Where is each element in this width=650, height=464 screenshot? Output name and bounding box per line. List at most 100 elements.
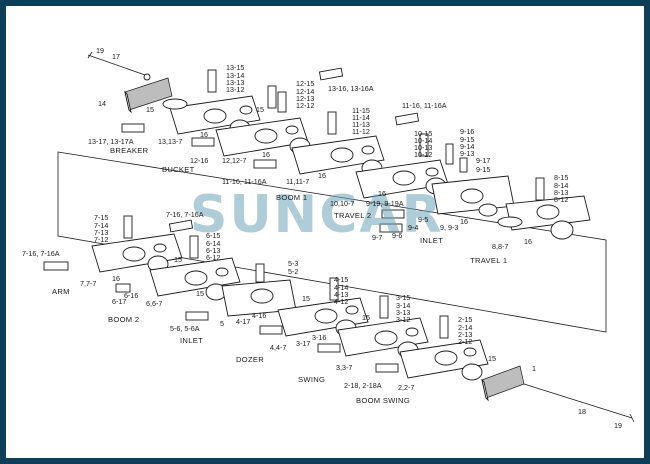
part-label: 8-12 xyxy=(554,195,568,204)
part-label: 16 xyxy=(524,237,532,246)
caption-dozer: DOZER xyxy=(236,355,264,364)
part-label: 8-15 xyxy=(554,173,568,182)
part-label: 12-13 xyxy=(296,94,314,103)
part-label: 12-16 xyxy=(190,156,208,165)
assembly-plane-outline xyxy=(57,151,607,333)
part-label: 5-6, 5-6A xyxy=(170,324,200,333)
part-label: 9-15 xyxy=(476,165,490,174)
part-label: 6-15 xyxy=(206,231,220,240)
part-label: 9-15 xyxy=(460,135,474,144)
part-label: 11-16, 11-16A xyxy=(402,101,447,110)
part-label: 9-16 xyxy=(460,127,474,136)
part-label: 12-14 xyxy=(296,87,314,96)
part-label: 7-12 xyxy=(94,235,108,244)
part-label: 9-19, 9-19A xyxy=(366,199,404,208)
part-label: 7-16, 7-16A xyxy=(166,210,204,219)
part-label: 7,7-7 xyxy=(80,279,96,288)
part-label: 4-17 xyxy=(236,317,250,326)
part-label: 4-13 xyxy=(334,290,348,299)
part-label: 13-17, 13-17A xyxy=(88,137,134,146)
part-label: 11-13 xyxy=(352,120,370,129)
part-label: 16 xyxy=(318,171,326,180)
part-label: 4-14 xyxy=(334,283,348,292)
section-arm xyxy=(43,215,194,273)
tie-rod-bottom xyxy=(523,383,635,423)
part-label: 11-12 xyxy=(352,127,370,136)
caption-bucket: BUCKET xyxy=(162,165,195,174)
cover-plate-bottom xyxy=(481,365,525,402)
part-label: 7-16, 7-16A xyxy=(22,249,60,258)
part-label: 9, 9-3 xyxy=(440,223,458,232)
part-label: 15 xyxy=(146,105,154,114)
section-inlet-top xyxy=(431,143,515,217)
part-label: 2,2-7 xyxy=(398,383,414,392)
part-label: 2-18, 2-18A xyxy=(344,381,382,390)
part-label: 8-14 xyxy=(554,181,568,190)
caption-boom1: BOOM 1 xyxy=(276,193,307,202)
part-label: 7-14 xyxy=(94,221,108,230)
part-label: 15 xyxy=(362,313,370,322)
part-label: 6-17 xyxy=(112,297,126,306)
part-label: 13,13-7 xyxy=(158,137,182,146)
part-label: 10-14 xyxy=(414,136,432,145)
tie-rod-top xyxy=(87,51,151,81)
part-label: 15 xyxy=(488,354,496,363)
section-travel2 xyxy=(355,112,449,233)
part-label: 9-4 xyxy=(408,223,418,232)
part-label: 4-16 xyxy=(252,311,266,320)
part-label: 9-6 xyxy=(392,231,402,240)
caption-boom-swing: BOOM SWING xyxy=(356,396,410,405)
part-label: 16 xyxy=(200,130,208,139)
caption-arm: ARM xyxy=(52,287,70,296)
section-boom2 xyxy=(115,235,241,301)
part-label: 8-13 xyxy=(554,188,568,197)
part-label: 16 xyxy=(378,189,386,198)
part-label: 4,4-7 xyxy=(270,343,286,352)
part-label: 16 xyxy=(112,274,120,283)
cover-plate-top xyxy=(124,77,173,114)
part-label: 18 xyxy=(578,407,586,416)
part-label: 17 xyxy=(112,52,120,61)
part-label: 10-12 xyxy=(414,150,432,159)
part-label: 12,12-7 xyxy=(222,156,246,165)
part-label: 12-12 xyxy=(296,101,314,110)
part-label: 13-15 xyxy=(226,63,244,72)
part-label: 15 xyxy=(256,105,264,114)
part-label: 2-12 xyxy=(458,337,472,346)
part-label: 16 xyxy=(262,150,270,159)
section-bucket xyxy=(191,85,311,157)
part-label: 6-16 xyxy=(124,291,138,300)
part-label: 7-15 xyxy=(94,213,108,222)
part-label: 6-12 xyxy=(206,253,220,262)
part-label: 6,6-7 xyxy=(146,299,162,308)
part-label: 11-14 xyxy=(352,113,370,122)
part-label: 10-15 xyxy=(414,129,432,138)
caption-travel1: TRAVEL 1 xyxy=(470,256,507,265)
part-label: 11-16, 11-16A xyxy=(222,177,267,186)
part-label: 2-14 xyxy=(458,323,472,332)
part-label: 9-14 xyxy=(460,142,474,151)
part-label: 3-12 xyxy=(396,315,410,324)
part-label: 1 xyxy=(532,364,536,373)
part-label: 3-13 xyxy=(396,308,410,317)
part-label: 14 xyxy=(98,99,106,108)
part-label: 11,11-7 xyxy=(286,177,309,186)
part-label: 3-14 xyxy=(396,301,410,310)
part-label: 5-3 xyxy=(288,259,298,268)
caption-inlet-top: INLET xyxy=(420,236,443,245)
part-label: 5 xyxy=(220,319,224,328)
section-travel1 xyxy=(497,177,591,240)
caption-boom2: BOOM 2 xyxy=(108,315,139,324)
part-label: 13-16, 13-16A xyxy=(328,84,374,93)
part-label: 15 xyxy=(302,294,310,303)
part-label: 9-17 xyxy=(476,156,490,165)
part-label: 3-15 xyxy=(396,293,410,302)
caption-swing: SWING xyxy=(298,375,325,384)
part-label: 3,3-7 xyxy=(336,363,352,372)
part-label: 9-7 xyxy=(372,233,382,242)
part-label: 3-17 xyxy=(296,339,310,348)
caption-inlet-bottom: INLET xyxy=(180,336,203,345)
part-labels: 19 17 14 13-17, 13-17A 13-15 13-14 13-13… xyxy=(22,46,622,430)
part-label: 2-15 xyxy=(458,315,472,324)
